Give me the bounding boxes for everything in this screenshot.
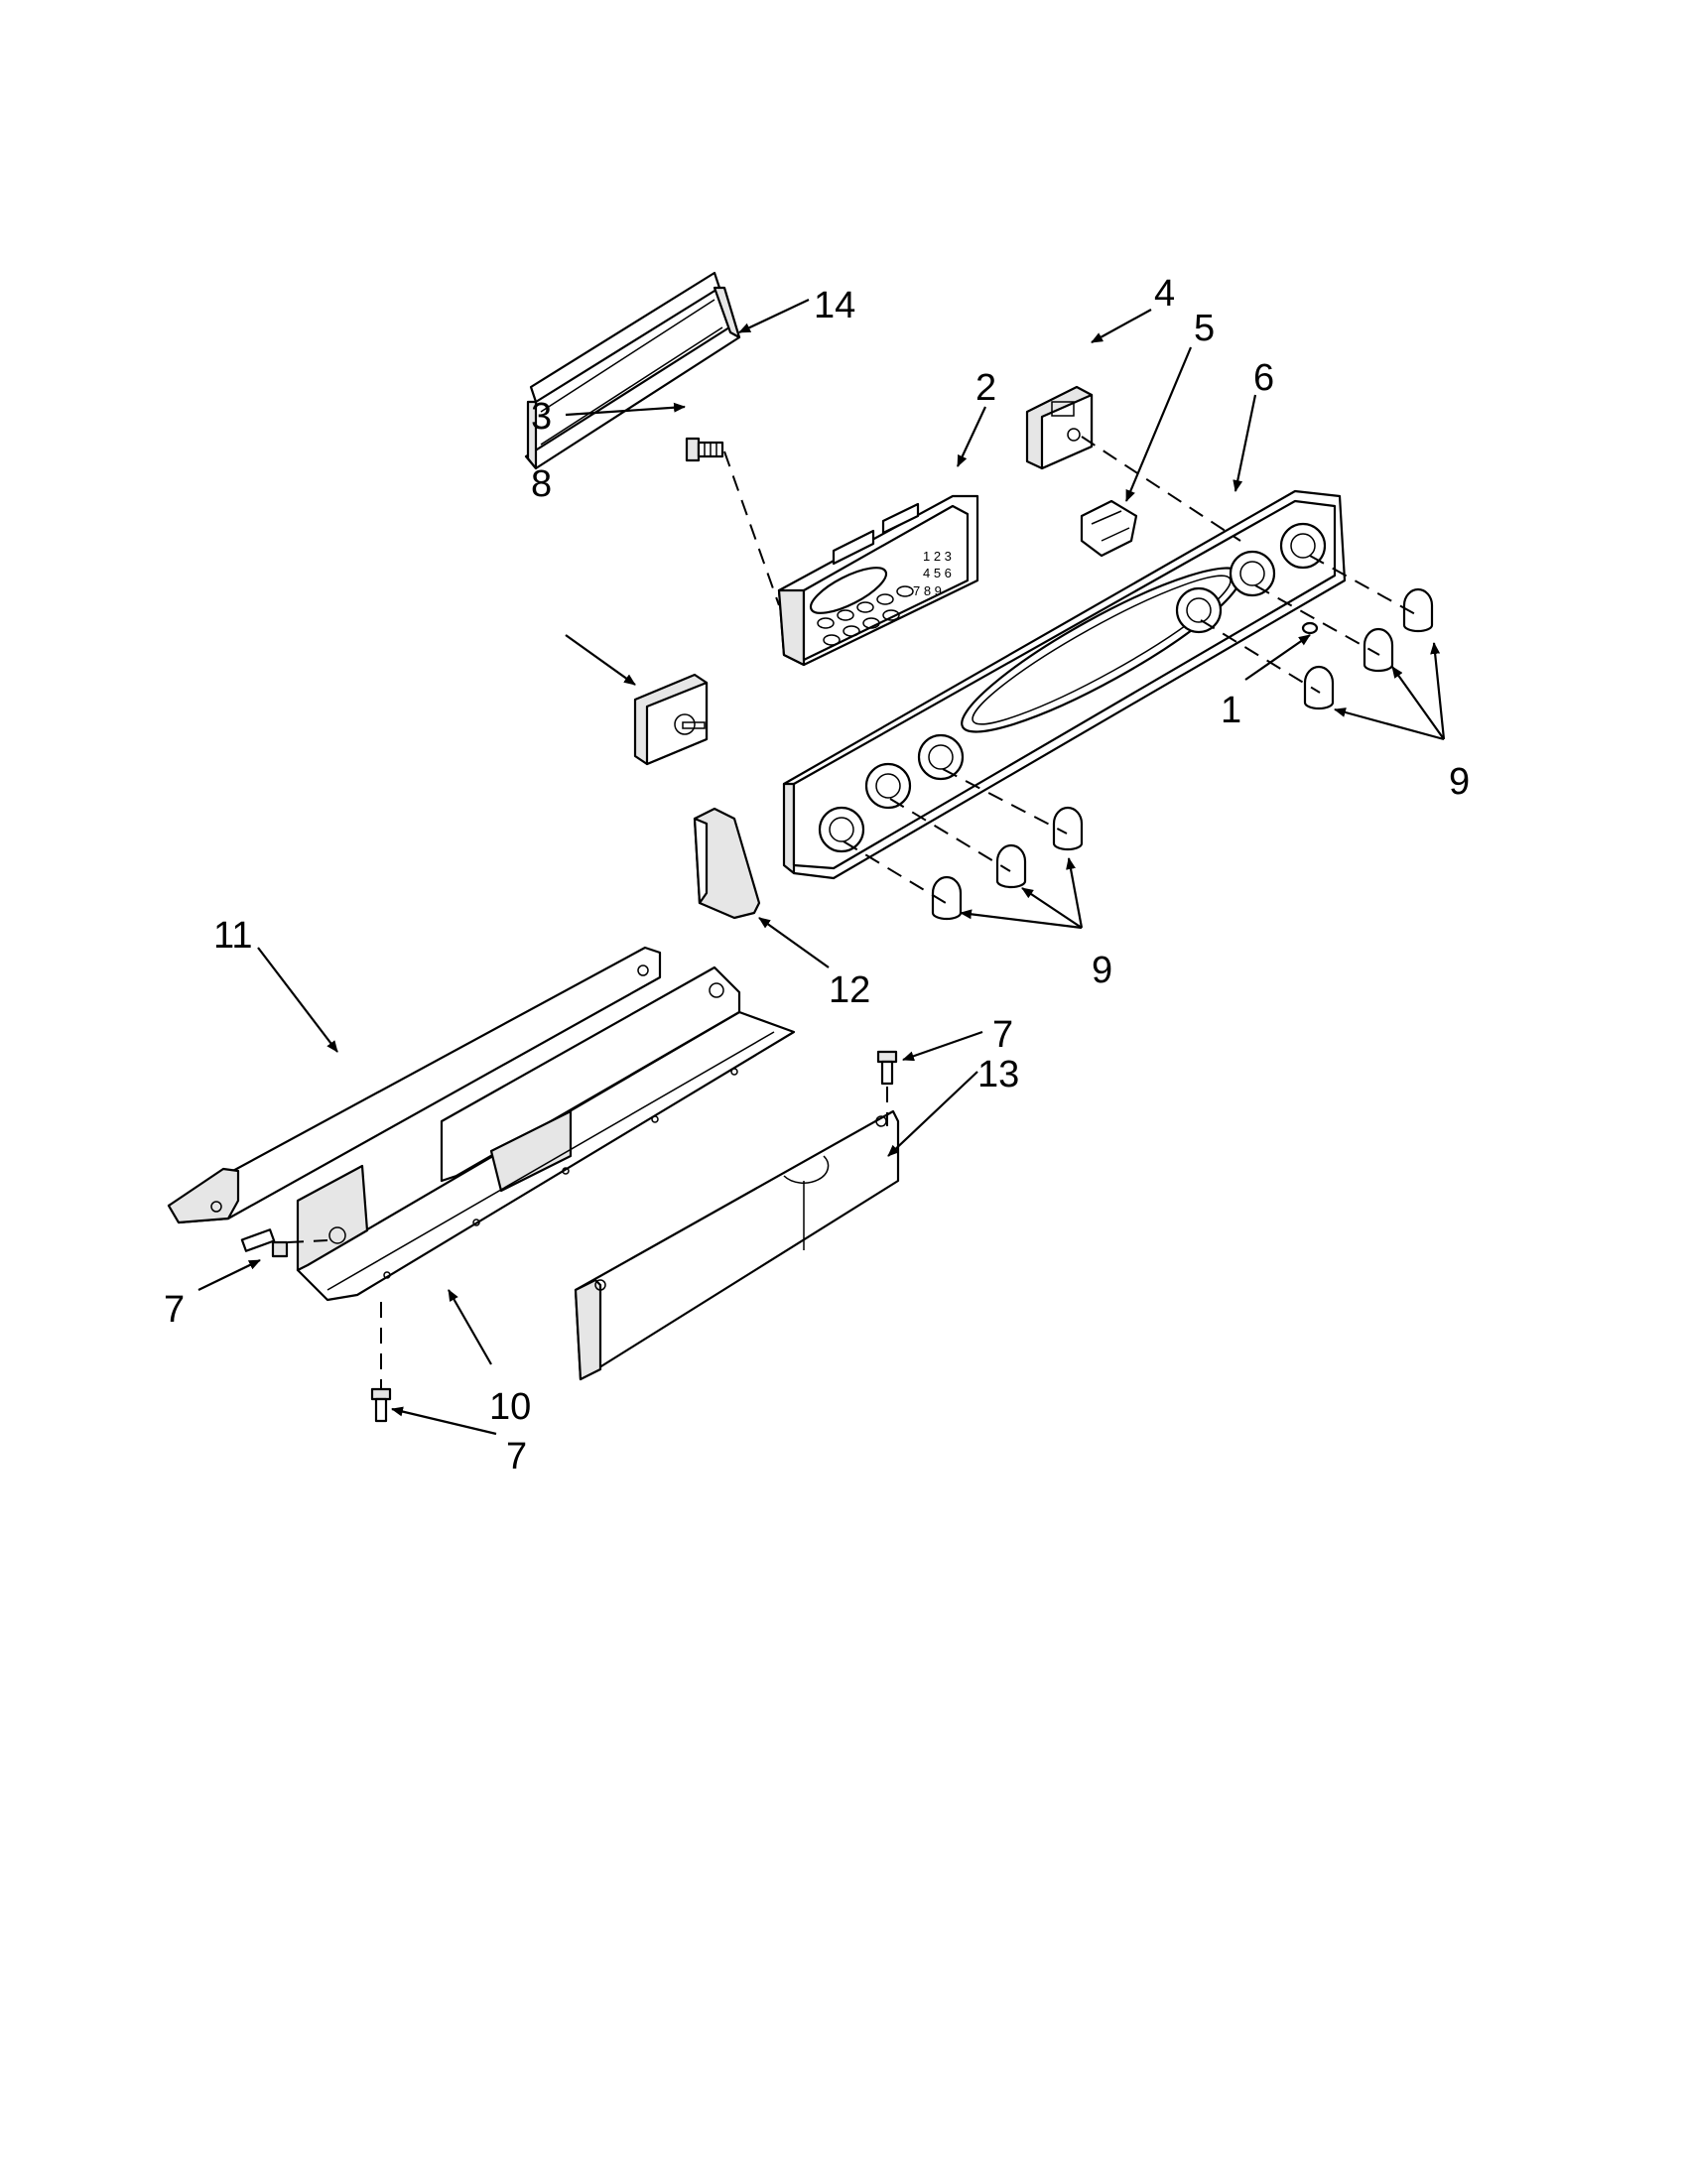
part-12-end-cap bbox=[693, 807, 761, 920]
part-14-bracket bbox=[524, 271, 741, 470]
callout-4: 4 bbox=[1154, 273, 1175, 315]
callout-2: 2 bbox=[975, 367, 996, 409]
callout-7-top: 7 bbox=[992, 1014, 1013, 1056]
callout-6: 6 bbox=[1253, 357, 1274, 399]
part-6-control-panel bbox=[782, 489, 1347, 880]
part-1-clip bbox=[1301, 621, 1319, 635]
callout-5: 5 bbox=[1194, 308, 1215, 349]
callout-9-left: 9 bbox=[1092, 950, 1112, 991]
svg-text:7 8 9: 7 8 9 bbox=[913, 583, 942, 598]
assembly-lines bbox=[287, 436, 1418, 1389]
callout-7-left: 7 bbox=[164, 1289, 185, 1331]
part-3-screw bbox=[685, 437, 724, 462]
callout-9-right: 9 bbox=[1449, 761, 1470, 803]
part-2-control-board: 1 2 3 4 5 6 7 8 9 bbox=[777, 494, 979, 667]
callout-labels: 14 2 4 5 6 3 8 1 9 9 12 11 7 13 7 10 7 bbox=[164, 273, 1470, 1477]
leader-lines bbox=[197, 299, 1446, 1436]
callout-3: 3 bbox=[531, 396, 552, 438]
part-4-switch bbox=[1025, 385, 1094, 470]
part-13-lower-panel bbox=[574, 1109, 900, 1381]
callout-14: 14 bbox=[814, 285, 855, 326]
callout-1: 1 bbox=[1221, 690, 1241, 731]
part-10-bracket bbox=[296, 965, 796, 1302]
part-11-trim bbox=[167, 946, 662, 1224]
part-9-knobs bbox=[931, 587, 1434, 921]
svg-text:4 5 6: 4 5 6 bbox=[923, 566, 952, 580]
part-5-switch bbox=[1080, 499, 1138, 558]
svg-text:1 2 3: 1 2 3 bbox=[923, 549, 952, 564]
part-7-screws bbox=[240, 1050, 898, 1423]
callout-10: 10 bbox=[489, 1386, 531, 1428]
callout-12: 12 bbox=[829, 969, 870, 1011]
callout-8: 8 bbox=[531, 463, 552, 505]
part-8-switch bbox=[633, 673, 709, 766]
callout-13: 13 bbox=[977, 1054, 1019, 1095]
callout-7-bottom: 7 bbox=[506, 1436, 527, 1477]
callout-11: 11 bbox=[213, 915, 252, 957]
